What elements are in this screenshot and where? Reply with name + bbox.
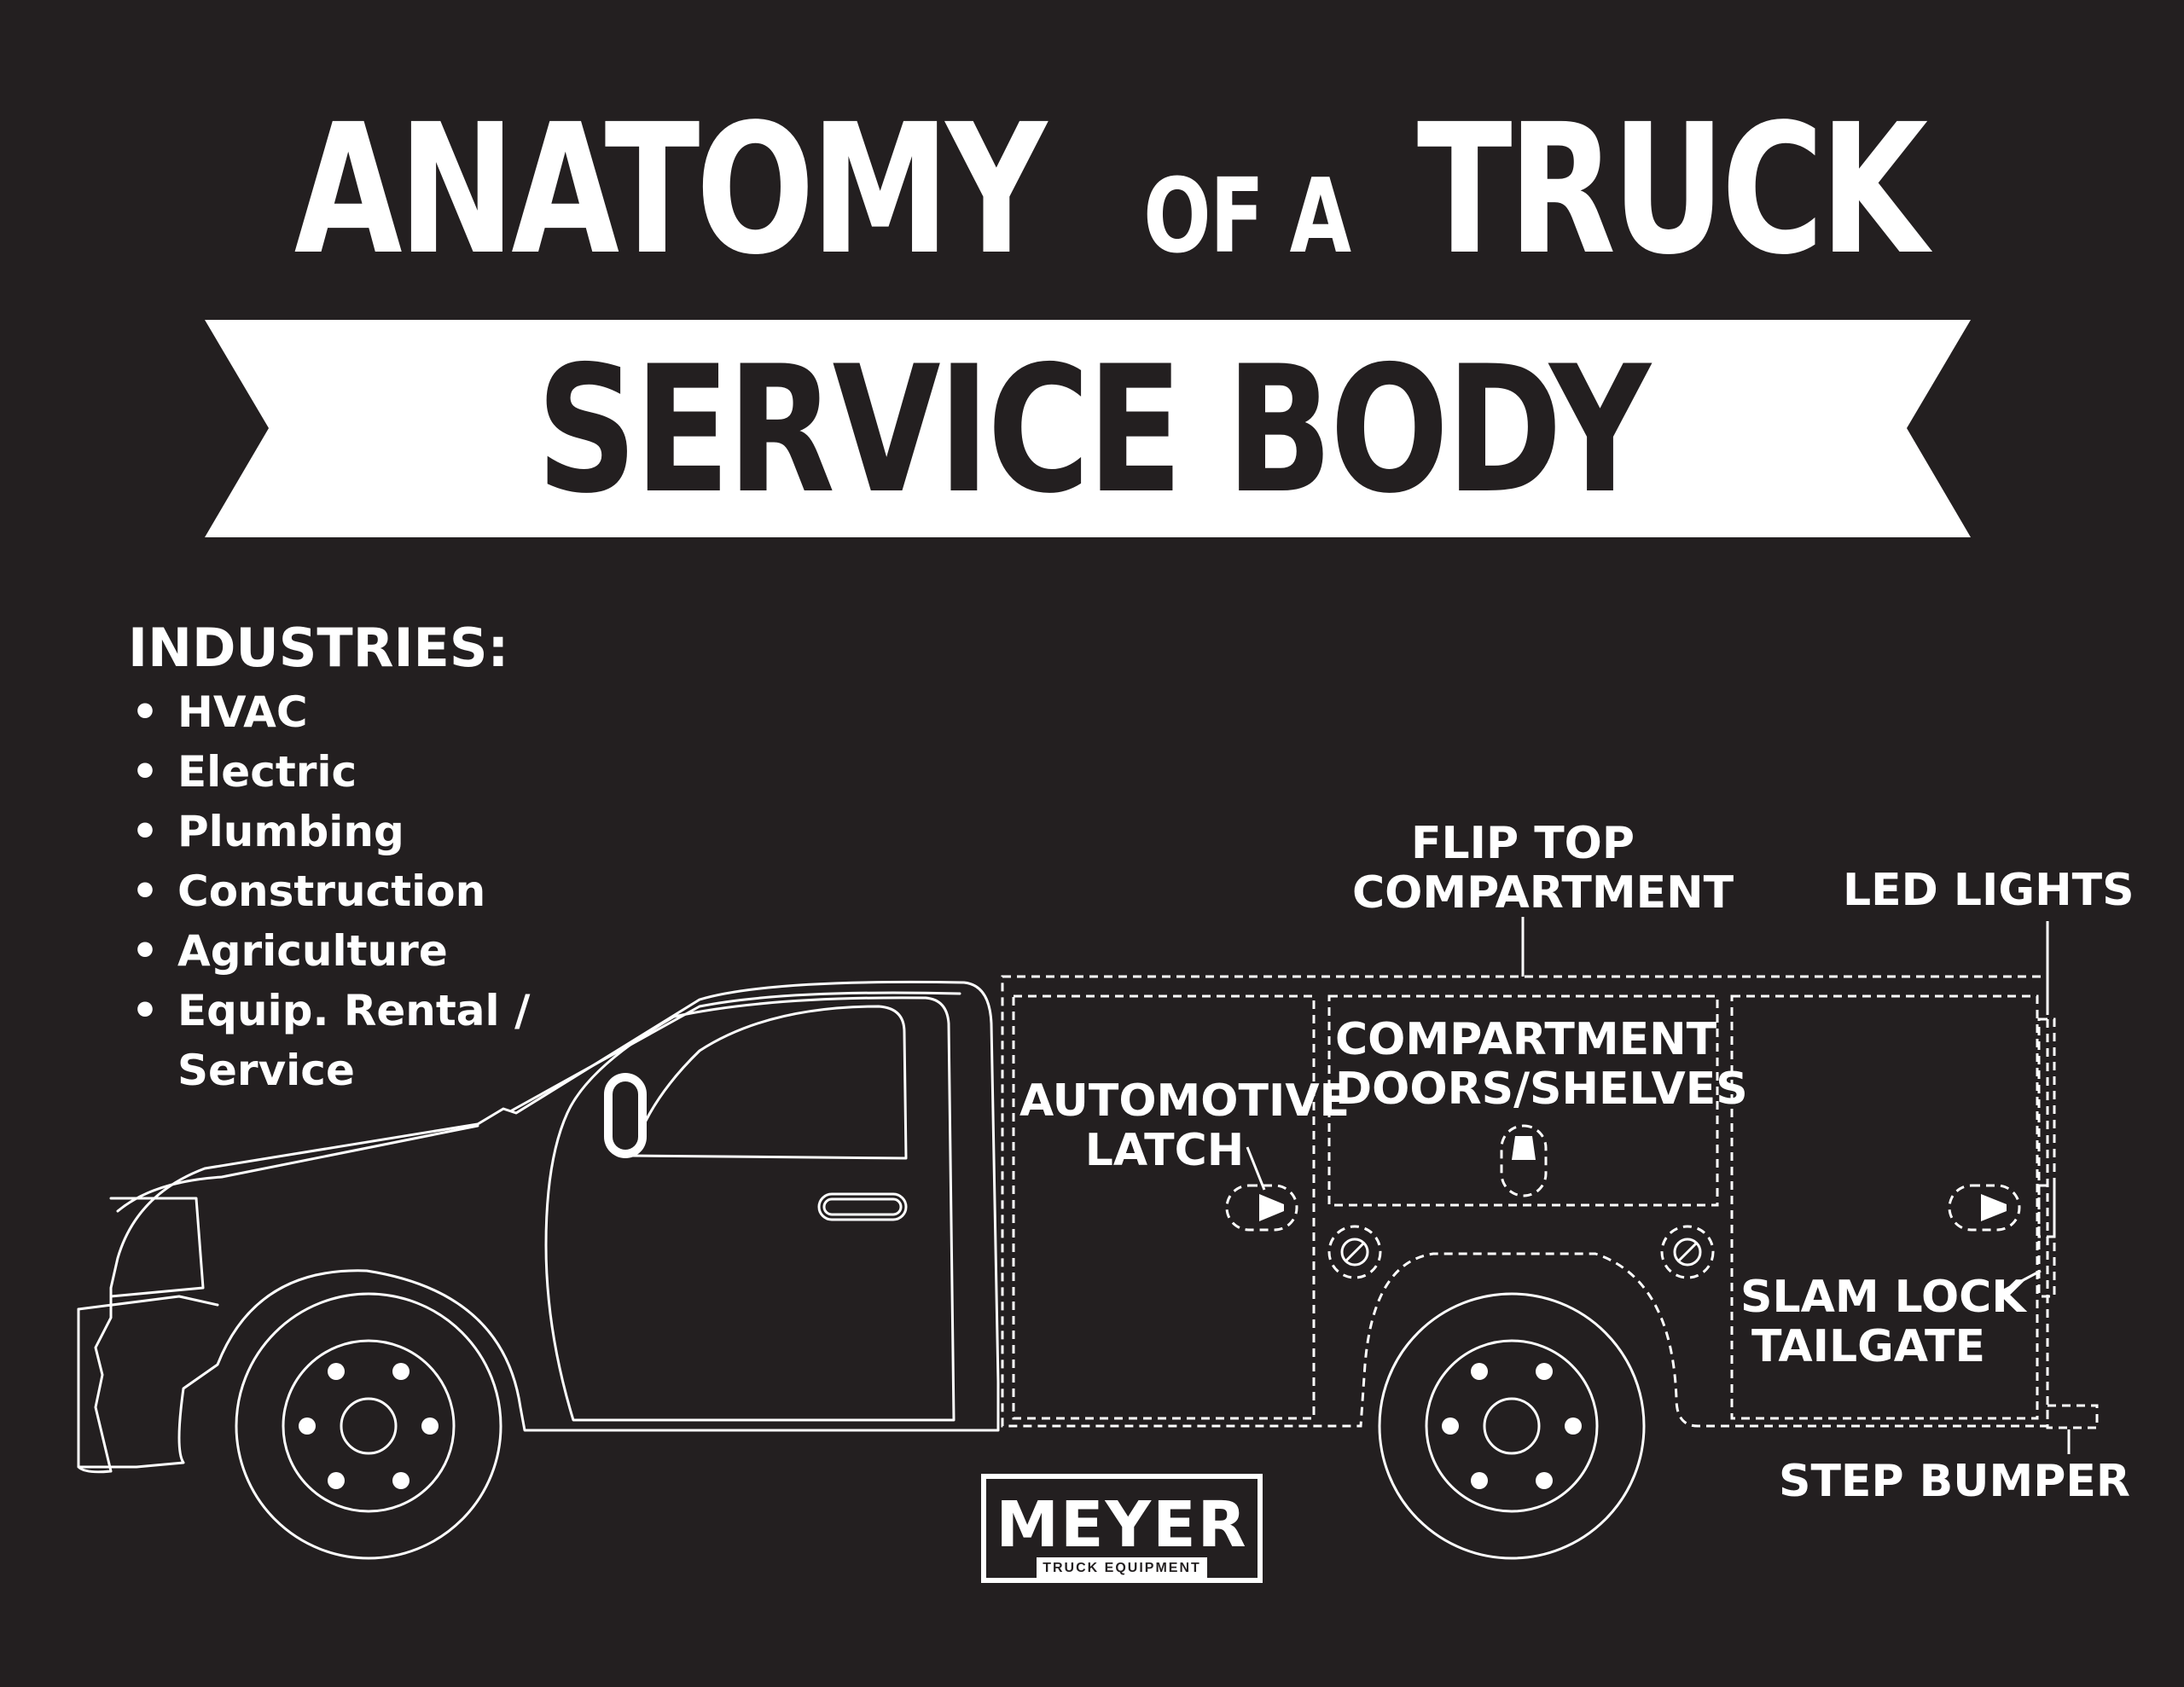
industry-item: Equip. Rental / (128, 981, 530, 1041)
door-handle (817, 1192, 908, 1221)
windshield (510, 991, 961, 1112)
industry-item: Electric (128, 742, 530, 802)
right-compartment (1730, 994, 2039, 1420)
latch-icon (1259, 1194, 1284, 1221)
truck-body-outline (77, 980, 1000, 1474)
title-word-truck: TRUCK (1416, 85, 1928, 294)
door-outline (544, 996, 956, 1422)
title-word-anatomy: ANATOMY (293, 85, 1047, 294)
callout-automotive-latch: AUTOMOTIVE LATCH (1019, 1075, 1350, 1176)
industry-item: HVAC (128, 682, 530, 742)
rear-rim (1425, 1339, 1599, 1513)
industry-item: Plumbing (128, 802, 530, 861)
front-rim (282, 1339, 456, 1513)
latch-leader (1246, 1146, 1266, 1191)
callout-slam-lock: SLAM LOCK TAILGATE (1740, 1272, 2026, 1372)
rear-hub (1483, 1397, 1541, 1455)
step-bumper (2046, 1404, 2099, 1429)
side-window (630, 1005, 908, 1160)
latch-icon (1512, 1136, 1536, 1160)
service-body-outline (1001, 975, 2049, 1428)
title-banner (205, 320, 1971, 537)
logo-name: MEYER (996, 1488, 1248, 1562)
door-handle-inner (822, 1197, 903, 1216)
hood-line (116, 1124, 479, 1213)
title: ANATOMY OF A TRUCK (0, 101, 2184, 305)
industry-item-continuation: Service (177, 1046, 355, 1095)
bumper-line (77, 1295, 219, 1311)
latch-icon (1981, 1194, 2007, 1221)
body-light-icon (1340, 1238, 1369, 1267)
left-compartment (1012, 994, 1316, 1420)
led-light-strip (2037, 1017, 2056, 1238)
callout-compartment-doors: COMPARTMENT DOORS/SHELVES (1335, 1014, 1748, 1115)
callout-led-lights: LED LIGHTS (1843, 865, 2135, 916)
slam-lock-leader (2000, 1269, 2042, 1294)
title-word-of-a: OF A (1143, 158, 1351, 276)
rear-tire (1378, 1292, 1646, 1560)
body-light-icon (1673, 1238, 1702, 1267)
callout-flip-top: FLIP TOP COMPARTMENT (1352, 818, 1734, 919)
meyer-logo (981, 1474, 1263, 1583)
grille-line (109, 1197, 205, 1298)
industries-list: HVAC Electric Plumbing Construction Agri… (128, 682, 530, 1100)
callout-step-bumper: STEP BUMPER (1779, 1456, 2130, 1507)
industry-item: Construction (128, 861, 530, 921)
top-compartment (1327, 994, 1719, 1207)
banner-title: SERVICE BODY (0, 328, 2184, 533)
industries-heading: INDUSTRIES: (128, 617, 509, 679)
front-hub (340, 1397, 398, 1455)
industry-item: Agriculture (128, 921, 530, 981)
logo-tagline: TRUCK EQUIPMENT (1043, 1561, 1201, 1575)
banner-title-text: SERVICE BODY (536, 329, 1651, 532)
front-tire (235, 1292, 502, 1560)
tailgate-latch-bar (2037, 1184, 2056, 1298)
